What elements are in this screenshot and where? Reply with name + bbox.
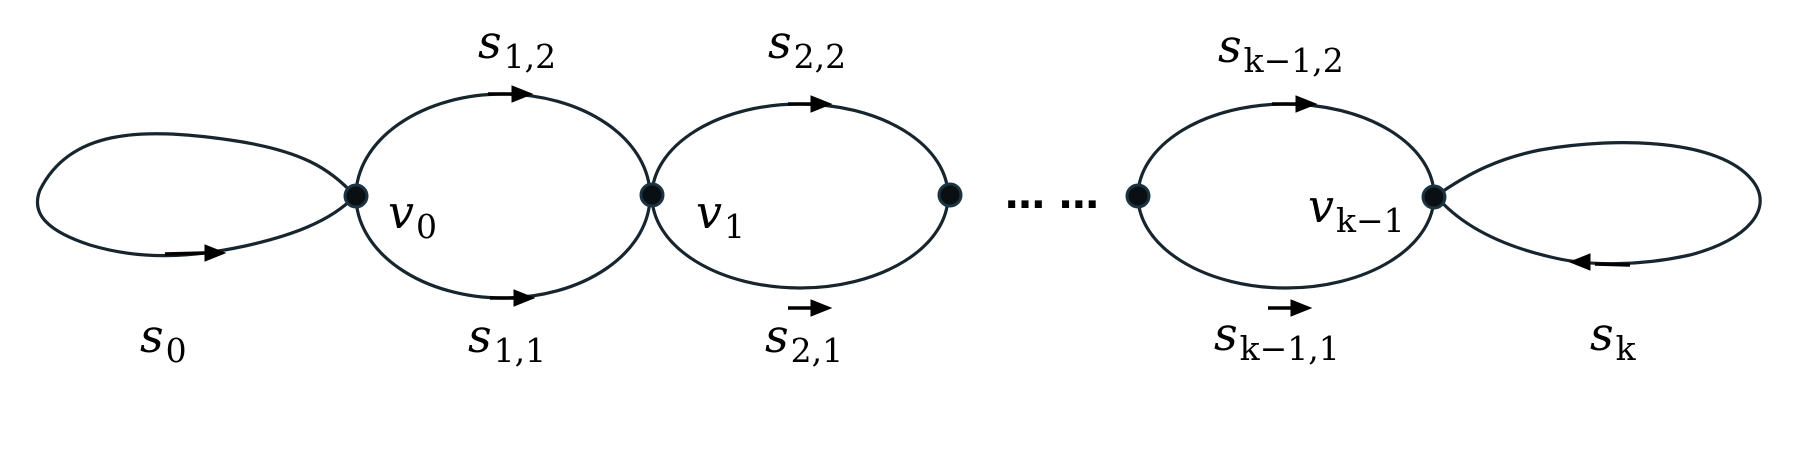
- arrow-s21: [810, 299, 833, 317]
- label-sk11: sk−1,1: [1214, 307, 1340, 368]
- label-v1: v1: [696, 185, 745, 246]
- label-s0: s0: [140, 309, 187, 370]
- arrow-sk12: [1295, 95, 1318, 113]
- label-sk: sk: [1590, 307, 1637, 368]
- arrow-sk-tail: [1594, 262, 1631, 267]
- vertex-v1-right: [937, 182, 963, 208]
- arrow-s0-tail: [164, 251, 206, 256]
- ellipsis-text: … …: [1005, 172, 1099, 218]
- arrow-s0: [204, 244, 227, 262]
- arrow-sk11: [1290, 299, 1313, 317]
- vertex-v0: [343, 183, 369, 209]
- label-s22: s2,2: [768, 15, 846, 76]
- label-sk12: sk−1,2: [1218, 19, 1344, 80]
- label-s11: s1,1: [468, 309, 546, 370]
- arrow-sk: [1568, 253, 1591, 271]
- edge-loop-k-1: [1136, 102, 1436, 290]
- edge-s0-loop: [35, 132, 357, 258]
- label-s12: s1,2: [478, 15, 556, 76]
- vertex-vk-1: [1421, 184, 1447, 210]
- label-v0: v0: [388, 185, 437, 246]
- arrow-s12: [511, 85, 534, 103]
- label-vk1: vk−1: [1308, 179, 1405, 240]
- vertex-v1: [639, 182, 665, 208]
- vertex-vk-2: [1125, 183, 1151, 209]
- arrow-s11: [513, 289, 536, 307]
- edge-sk-loop: [1434, 141, 1762, 266]
- label-s21: s2,1: [765, 309, 843, 370]
- arrow-s22: [810, 95, 833, 113]
